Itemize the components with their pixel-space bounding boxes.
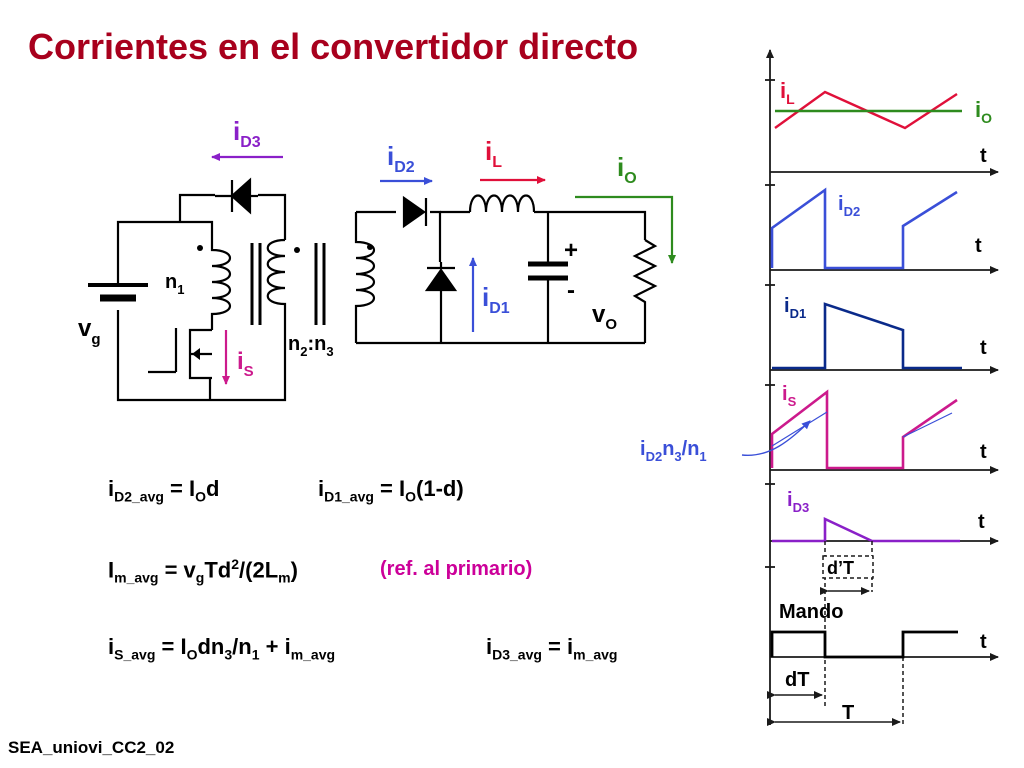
equation-id3-avg: iD3_avg = im_avg [486,634,618,663]
circuit [88,177,658,402]
waveform-id3 [772,516,960,543]
equation-im-note: (ref. al primario) [380,558,533,580]
waveform-mando [770,630,958,659]
label-is: iS [237,348,254,380]
label-il: iL [485,136,502,171]
wf-t-2: t [975,235,982,257]
wf-label-id1: iD1 [784,295,806,321]
label-n2n3: n2:n3 [288,333,334,359]
wf-t-5: t [978,511,985,533]
wf-t-4: t [980,441,987,463]
wf-label-T: T [842,702,854,724]
label-id1: iD1 [482,282,510,317]
wf-label-il: iL [780,78,795,107]
wf-t-6: t [980,631,987,653]
wf-t-1: t [980,145,987,167]
wf-label-id2: iD2 [838,193,860,219]
label-n1: n1 [165,271,184,297]
waveform-id2 [770,187,958,270]
waveform-is-ref [771,411,828,447]
waveform-axes [765,49,999,725]
wf-label-id3: iD3 [787,489,809,515]
diode-d3 [230,177,252,215]
wf-label-mando: Mando [779,601,843,623]
polarity-dot-n2 [367,244,373,250]
wf-annotation: iD2n3/n1 [640,438,707,464]
label-vg: vg [78,315,101,348]
winding-n1 [210,235,232,330]
wf-label-dT: dT [785,669,809,691]
equation-id2-avg: iD2_avg = IOd [108,476,220,505]
wire-after-inductor [534,210,647,240]
inductor-l [468,194,536,213]
annotation-arrow [741,420,811,456]
diode-d2 [402,195,428,229]
wf-label-dpT: d’T [827,558,854,578]
transistor [148,328,212,400]
label-vo: vO [592,301,617,333]
waveform-id1 [772,302,962,370]
capacitor-plus: + [564,237,578,264]
arrow-io [575,195,676,264]
footer-label: SEA_uniovi_CC2_02 [8,738,175,757]
polarity-dot-n3 [294,247,300,253]
equation-im-avg: Im_avg = vgTd2/(2Lm) [108,556,298,586]
equation-id1-avg: iD1_avg = IO(1-d) [318,476,464,505]
diode-d1 [424,266,458,292]
equation-is-avg: iS_avg = IOdn3/n1 + im_avg [108,634,336,663]
wire-d3-loop [178,193,287,240]
wire-primary-bottom [116,310,210,402]
transistor-body-arrow [192,348,200,360]
polarity-dot-n1 [197,245,203,251]
waveform-is-ref2 [902,412,953,438]
wire-n3-bottom [210,320,287,402]
dpT-box [822,555,874,579]
wf-label-io: iO [975,97,992,126]
label-id3: iD3 [233,116,261,151]
wf-t-3: t [980,337,987,359]
winding-n2 [354,212,376,343]
winding-n3 [266,238,287,320]
wire-primary-top [116,220,214,285]
label-io: iO [617,152,637,187]
resistor-load [632,239,658,343]
capacitor-minus: - [567,277,575,304]
wire-secondary-top [356,210,442,262]
page-title: Corrientes en el convertidor directo [28,26,639,67]
label-id2: iD2 [387,141,415,176]
wf-label-is: iS [782,383,797,409]
